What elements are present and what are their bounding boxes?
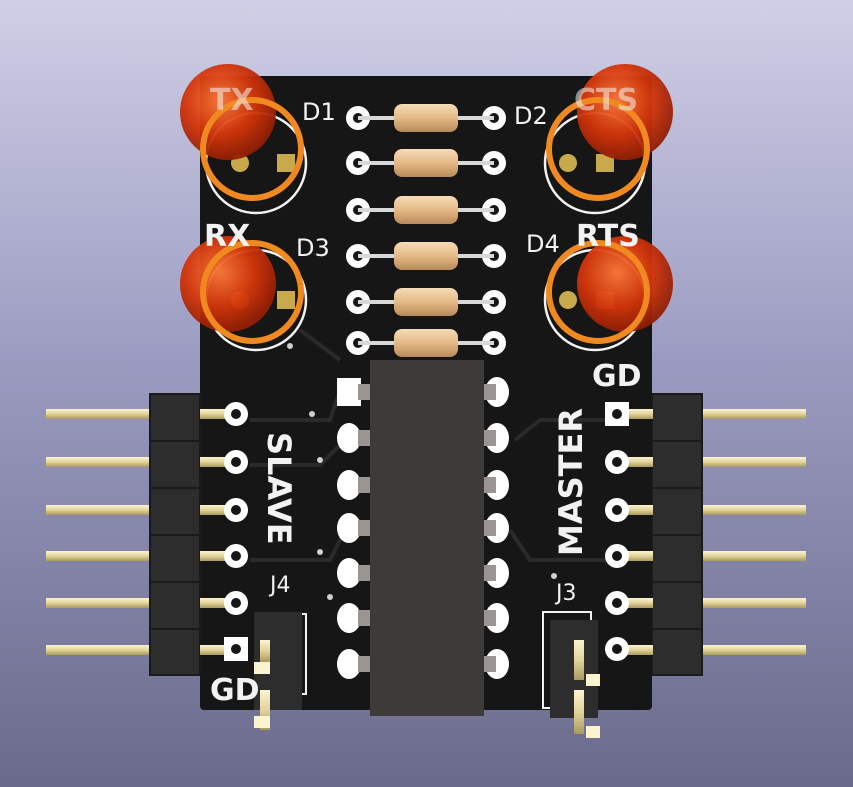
slave-header-pins	[46, 409, 246, 655]
master-header-pins	[610, 409, 806, 655]
slave-header	[46, 393, 248, 676]
jumper-j4	[254, 612, 307, 730]
ic-body	[370, 360, 484, 716]
copper-traces	[250, 328, 610, 562]
led-d4	[546, 236, 673, 344]
led-d3	[180, 236, 304, 344]
jumper-j3	[542, 611, 600, 738]
vias	[287, 343, 557, 600]
master-header	[605, 393, 806, 676]
resistor-body	[394, 329, 458, 357]
label-d4: D4	[526, 230, 560, 258]
resistors	[394, 104, 458, 357]
label-d1: D1	[302, 98, 336, 126]
led-d1	[180, 64, 304, 201]
label-slave: SLAVE	[260, 432, 298, 545]
ic-pins	[358, 384, 496, 672]
resistor-body	[394, 196, 458, 224]
label-d2: D2	[514, 102, 548, 130]
resistor-body	[394, 104, 458, 132]
label-j4: J4	[268, 573, 291, 598]
label-master: MASTER	[552, 408, 590, 556]
leds	[180, 64, 673, 344]
resistor-body	[394, 288, 458, 316]
led-d2	[546, 64, 673, 201]
label-gd-right: GD	[592, 359, 642, 394]
label-cts: CTS	[574, 83, 638, 118]
resistor-body	[394, 149, 458, 177]
label-j3: J3	[554, 581, 577, 606]
master-header-body	[651, 393, 703, 676]
slave-header-body	[149, 393, 201, 676]
label-gd-left: GD	[210, 673, 260, 708]
resistor-body	[394, 242, 458, 270]
label-rx: RX	[204, 219, 250, 254]
silkscreen-text: D1 D2 D3 D4 TX RX CTS RTS SLAVE MASTER J…	[204, 83, 642, 708]
label-d3: D3	[296, 234, 330, 262]
label-tx: TX	[210, 83, 254, 118]
label-rts: RTS	[576, 219, 640, 254]
